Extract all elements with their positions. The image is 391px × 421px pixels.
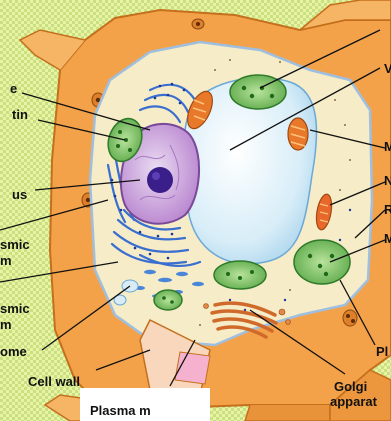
label-left-1: e — [10, 82, 17, 96]
label-left-4a: smic — [0, 238, 30, 252]
label-left-3: us — [12, 188, 27, 202]
label-right-v: V — [384, 62, 391, 76]
label-golgi-2: apparat — [330, 395, 377, 409]
label-left-4b: m — [0, 254, 12, 268]
label-cell-wall: Cell wall — [28, 375, 80, 389]
label-right-n: N — [384, 174, 391, 188]
label-right-m2: M — [384, 232, 391, 246]
label-left-2: tin — [12, 108, 28, 122]
label-golgi-1: Golgi — [334, 380, 367, 394]
label-right-pl: Pl — [376, 345, 388, 359]
label-left-6: ome — [0, 345, 27, 359]
label-right-r: R — [384, 203, 391, 217]
label-left-5b: m — [0, 318, 12, 332]
label-plasma-membrane: Plasma m — [90, 404, 151, 418]
label-right-m1: M — [384, 140, 391, 154]
label-left-5a: smic — [0, 302, 30, 316]
nucleolus — [147, 167, 173, 193]
